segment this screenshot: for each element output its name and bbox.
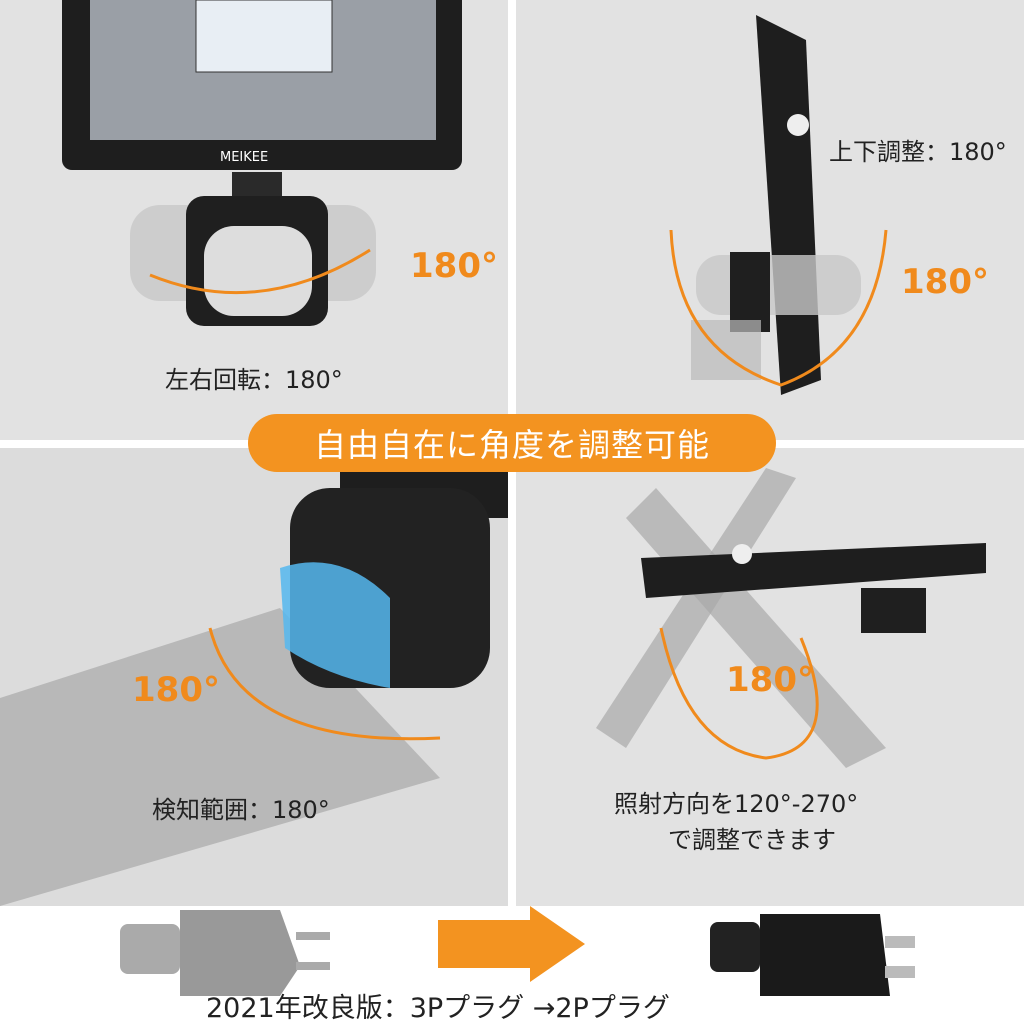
plug-illustration <box>120 906 915 996</box>
panel-detection-range: 180° 検知範囲：180° <box>0 448 508 906</box>
bottom-caption: 2021年改良版：3Pプラグ →2Pプラグ <box>206 993 670 1024</box>
angle-label: 180° <box>410 246 498 286</box>
brand-logo: MEIKEE <box>220 150 269 165</box>
arrow-right-icon <box>438 906 585 982</box>
plug-comparison <box>0 906 1024 1024</box>
caption-line-2: で調整できます <box>668 826 836 854</box>
feature-banner: 自由自在に角度を調整可能 <box>248 414 776 472</box>
panel-vertical-adjustment: 上下調整：180° 180° <box>516 0 1024 440</box>
angle-label: 180° <box>726 660 814 700</box>
caption: 上下調整：180° <box>829 138 1007 166</box>
floodlight-side-illustration <box>669 15 888 395</box>
sensor-detection-illustration <box>0 468 508 906</box>
panel-horizontal-rotation: MEIKEE 180° 左右回転：180° <box>0 0 508 440</box>
floodlight-front-illustration <box>62 0 462 326</box>
angle-label: 180° <box>132 670 220 710</box>
caption-line-1: 照射方向を120°-270° <box>614 790 859 818</box>
floodlight-tilt-illustration <box>596 468 986 768</box>
caption: 左右回転：180° <box>165 366 343 394</box>
panel-beam-direction: 180° 照射方向を120°-270° で調整できます <box>516 448 1024 906</box>
angle-label: 180° <box>901 262 989 302</box>
caption: 検知範囲：180° <box>152 796 330 824</box>
